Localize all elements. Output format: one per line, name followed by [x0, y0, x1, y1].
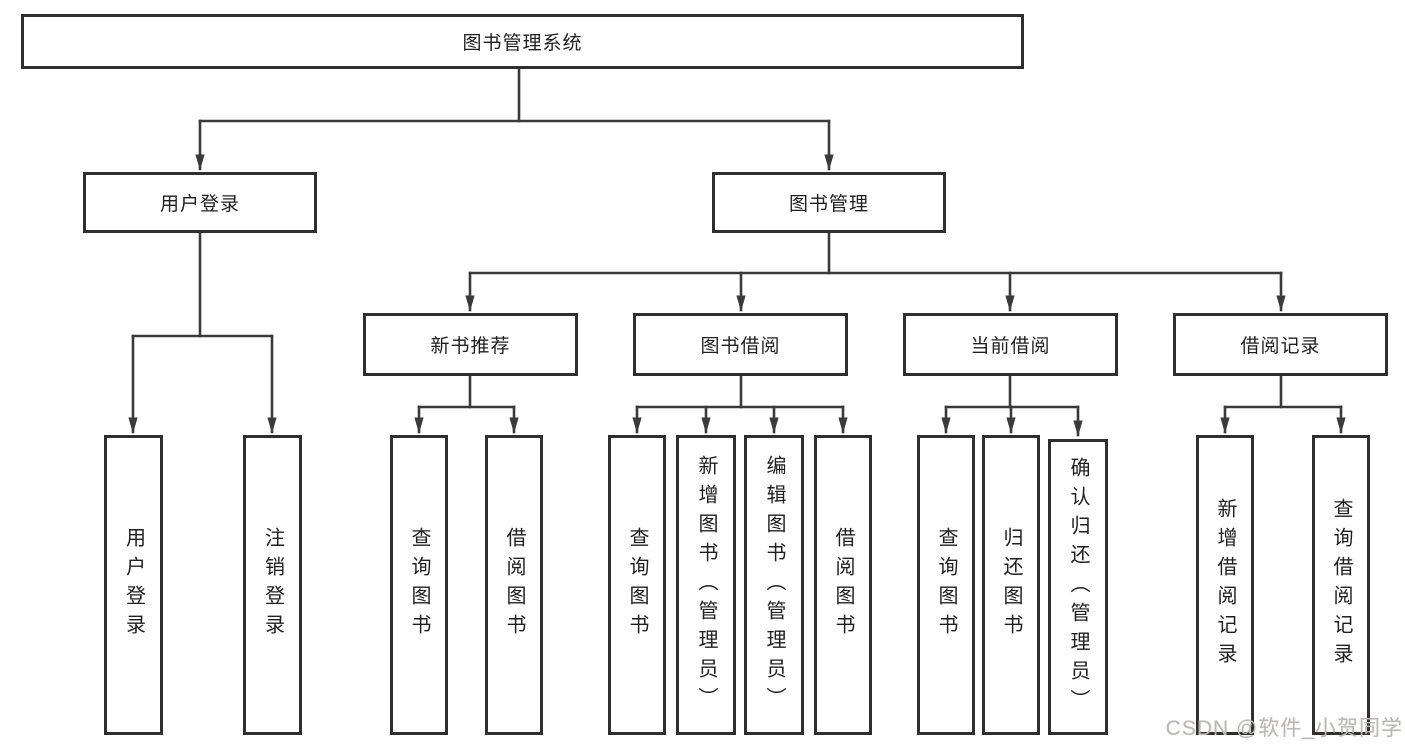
- node-root-system: 图书管理系统: [21, 14, 1024, 69]
- leaf-query-borrow-record: 查询借阅记录: [1312, 435, 1370, 735]
- node-book-management: 图书管理: [712, 172, 946, 233]
- node-new-book-recommend: 新书推荐: [363, 313, 578, 376]
- node-user-login: 用户登录: [83, 172, 317, 233]
- leaf-add-book-admin: 新增图书（管理员）: [676, 435, 736, 735]
- leaf-borrow-books-borrowing: 借阅图书: [814, 435, 872, 735]
- leaf-query-books-borrowing: 查询图书: [608, 435, 666, 735]
- leaf-query-books-recommend: 查询图书: [390, 435, 448, 735]
- leaf-confirm-return-admin: 确认归还（管理员）: [1048, 439, 1108, 735]
- leaf-return-books: 归还图书: [982, 435, 1040, 735]
- leaf-logout: 注销登录: [243, 435, 302, 735]
- leaf-borrow-books-recommend: 借阅图书: [485, 435, 543, 735]
- node-current-borrowing: 当前借阅: [903, 313, 1118, 376]
- node-borrow-records: 借阅记录: [1173, 313, 1388, 376]
- leaf-user-login: 用户登录: [104, 435, 163, 735]
- leaf-edit-book-admin: 编辑图书（管理员）: [744, 435, 804, 735]
- csdn-watermark: CSDN @软件_小贺同学: [1165, 717, 1403, 740]
- node-book-borrowing: 图书借阅: [633, 313, 848, 376]
- leaf-query-books-current: 查询图书: [917, 435, 975, 735]
- leaf-add-borrow-record: 新增借阅记录: [1196, 435, 1254, 735]
